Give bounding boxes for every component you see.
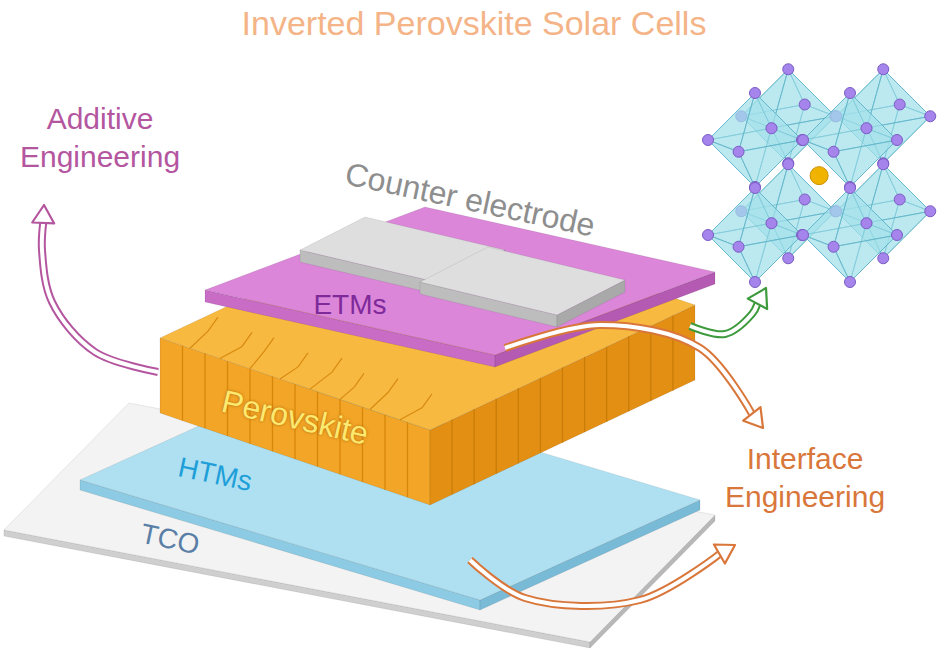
- arrow-inner: [690, 304, 757, 334]
- anion-sphere: [733, 241, 744, 252]
- grain-boundary: [518, 388, 519, 463]
- engineering-label: Additive Engineering: [20, 102, 180, 173]
- engineering-label-holder: Additive Engineering: [0, 100, 200, 175]
- anion-sphere: [766, 123, 777, 134]
- anion-sphere: [892, 135, 903, 146]
- anion-sphere: [845, 182, 856, 193]
- octahedron: [703, 88, 808, 193]
- anion-sphere: [861, 218, 872, 229]
- grain-boundary: [540, 378, 541, 453]
- grain-boundary: [628, 336, 629, 411]
- octahedron: [798, 183, 903, 288]
- anion-sphere: [894, 99, 905, 110]
- anion-sphere: [703, 230, 714, 241]
- grain-boundary: [672, 315, 673, 390]
- grain-boundary: [407, 422, 408, 497]
- structure-arrow: [690, 288, 767, 334]
- anion-sphere: [733, 146, 744, 157]
- arrow-head: [743, 407, 763, 428]
- arrow-inner: [42, 223, 158, 372]
- grain-boundary: [650, 326, 651, 401]
- grain-boundary: [384, 415, 385, 490]
- anion-sphere: [925, 111, 936, 122]
- anion-sphere: [892, 230, 903, 241]
- anion-sphere: [797, 230, 808, 241]
- grain-crack: [340, 373, 364, 399]
- anion-sphere: [798, 230, 809, 241]
- anion-sphere: [783, 64, 794, 75]
- engineering-label: Interface Engineering: [725, 442, 885, 513]
- arrow-outline: [42, 223, 158, 372]
- layer-label: ETMs: [313, 289, 386, 320]
- slab-top-face: [4, 403, 715, 642]
- anion-sphere: [766, 123, 777, 134]
- grain-crack: [190, 317, 218, 348]
- anion-sphere: [783, 158, 794, 169]
- anion-sphere: [783, 159, 794, 170]
- grain-boundary: [584, 357, 585, 432]
- diagram-title: Inverted Perovskite Solar Cells: [242, 4, 707, 42]
- anion-sphere: [799, 194, 810, 205]
- arrow-head: [714, 544, 735, 563]
- octahedron: [703, 183, 808, 288]
- octahedron-face: [739, 140, 802, 187]
- anion-sphere: [766, 218, 777, 229]
- grain-boundary: [606, 347, 607, 422]
- anion-sphere: [750, 277, 761, 288]
- grain-boundary: [474, 409, 475, 484]
- perovskite-crystal: [703, 64, 936, 288]
- layer-label-holder: ETMs: [313, 290, 386, 321]
- grain-crack: [400, 394, 432, 420]
- grain-boundary: [451, 420, 452, 495]
- anion-sphere: [766, 218, 777, 229]
- anion-sphere: [878, 253, 889, 264]
- grain-crack: [250, 338, 274, 369]
- arrow-head: [748, 288, 767, 309]
- anion-sphere: [750, 183, 761, 194]
- anion-sphere: [878, 64, 889, 75]
- anion-sphere: [797, 135, 808, 146]
- anion-sphere: [828, 241, 839, 252]
- octahedron-face: [834, 235, 897, 282]
- anion-sphere: [861, 218, 872, 229]
- grain-boundary: [562, 368, 563, 443]
- anion-sphere: [703, 135, 714, 146]
- anion-sphere: [894, 194, 905, 205]
- anion-sphere: [750, 182, 761, 193]
- anion-sphere: [878, 159, 889, 170]
- anion-sphere: [845, 88, 856, 99]
- anion-sphere: [798, 135, 809, 146]
- octahedron: [798, 88, 903, 193]
- anion-sphere: [861, 123, 872, 134]
- anion-sphere: [925, 206, 936, 217]
- additive-arrow: [32, 205, 158, 372]
- grain-boundary: [496, 399, 497, 474]
- grain-crack: [370, 379, 398, 410]
- arrow-head: [32, 205, 54, 223]
- title-holder: Inverted Perovskite Solar Cells: [242, 5, 707, 42]
- anion-sphere: [878, 158, 889, 169]
- grain-crack: [310, 358, 342, 389]
- anion-sphere: [783, 253, 794, 264]
- a-site-cation: [810, 167, 828, 185]
- anion-sphere: [845, 277, 856, 288]
- anion-sphere: [799, 99, 810, 110]
- anion-sphere: [828, 146, 839, 157]
- anion-sphere: [750, 88, 761, 99]
- grain-boundary: [204, 353, 205, 428]
- grain-crack: [280, 353, 308, 379]
- grain-crack: [220, 332, 252, 358]
- anion-sphere: [861, 123, 872, 134]
- octahedron-face: [739, 235, 802, 282]
- grain-boundary: [182, 346, 183, 421]
- engineering-label-holder: Interface Engineering: [690, 440, 920, 515]
- arrow-outline: [690, 304, 757, 334]
- anion-sphere: [845, 183, 856, 194]
- octahedron-face: [834, 140, 897, 187]
- slab-front-face: [4, 530, 590, 648]
